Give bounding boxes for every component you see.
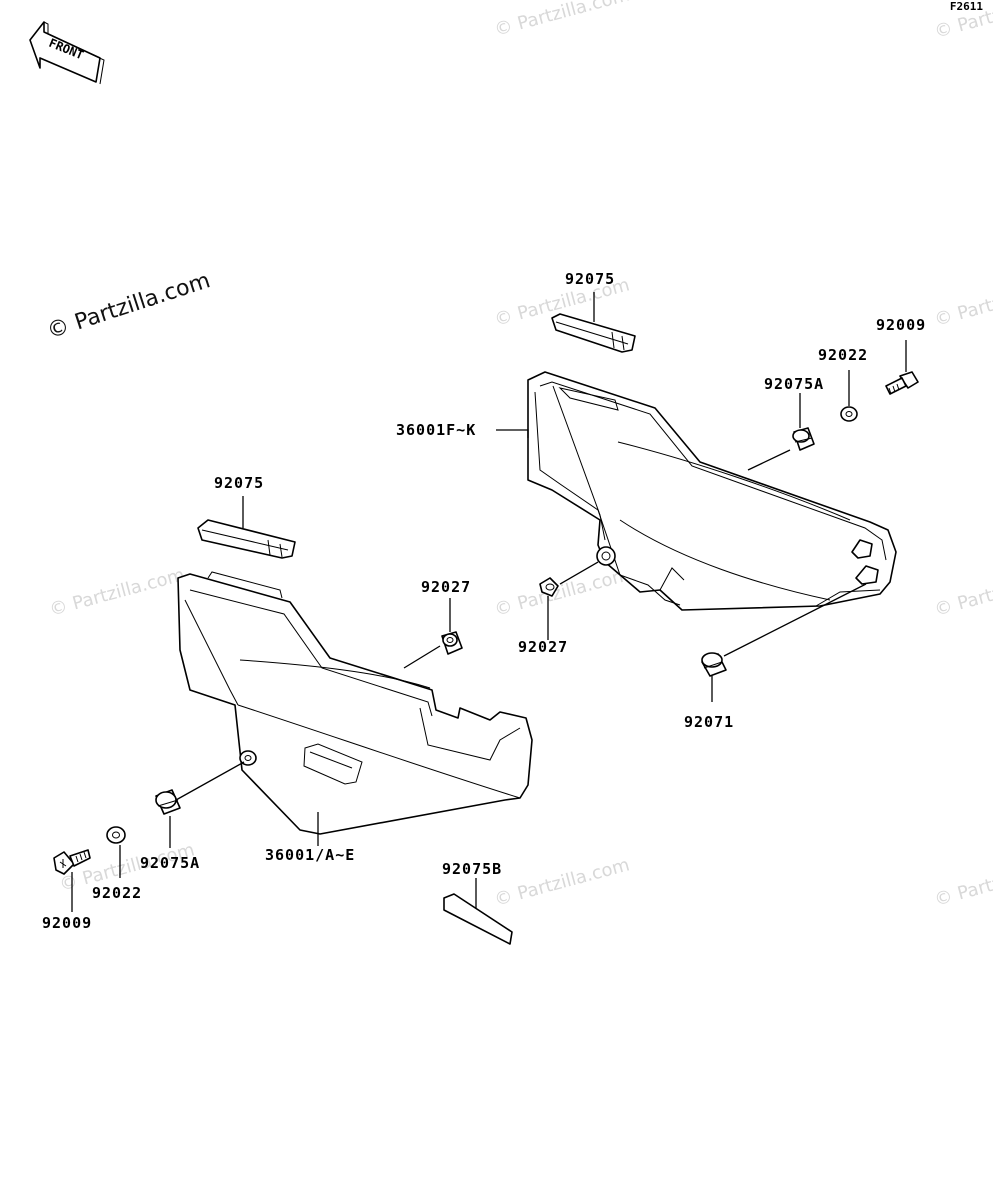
diagram-code: F2611 xyxy=(949,0,983,13)
label-36001FK: 36001F~K xyxy=(396,421,477,439)
washer-92022-left xyxy=(106,826,126,844)
rubber-strip-92075-right xyxy=(551,313,636,353)
screw-92009-left xyxy=(53,849,91,875)
pad-92075B xyxy=(443,893,513,945)
label-92075A-right: 92075A xyxy=(764,375,825,393)
front-arrow-icon: FRONT xyxy=(29,21,105,85)
label-92022-right: 92022 xyxy=(818,346,869,364)
grommet-92027-left xyxy=(441,631,463,655)
label-92075B: 92075B xyxy=(442,860,503,878)
washer-92022-right xyxy=(840,406,858,422)
label-92075-left: 92075 xyxy=(214,474,265,492)
rubber-strip-92075-left xyxy=(197,519,296,559)
label-92027-left: 92027 xyxy=(421,578,472,596)
label-92075A-left: 92075A xyxy=(140,854,201,872)
right-side-cover xyxy=(527,371,897,611)
grommet-92075A-right xyxy=(792,427,815,451)
label-92022-left: 92022 xyxy=(92,884,143,902)
screw-92009-right xyxy=(885,371,919,395)
label-36001AE: 36001/A~E xyxy=(265,846,356,864)
grommet-92075A-left xyxy=(155,789,181,815)
grommet-92027-right xyxy=(539,577,559,597)
label-92009-left: 92009 xyxy=(42,914,93,932)
label-92009-right: 92009 xyxy=(876,316,927,334)
label-92075-right: 92075 xyxy=(565,270,616,288)
grommet-92071 xyxy=(701,652,727,677)
left-side-cover xyxy=(177,571,533,835)
label-92071: 92071 xyxy=(684,713,735,731)
label-92027-right: 92027 xyxy=(518,638,569,656)
leader-lines xyxy=(71,292,907,912)
